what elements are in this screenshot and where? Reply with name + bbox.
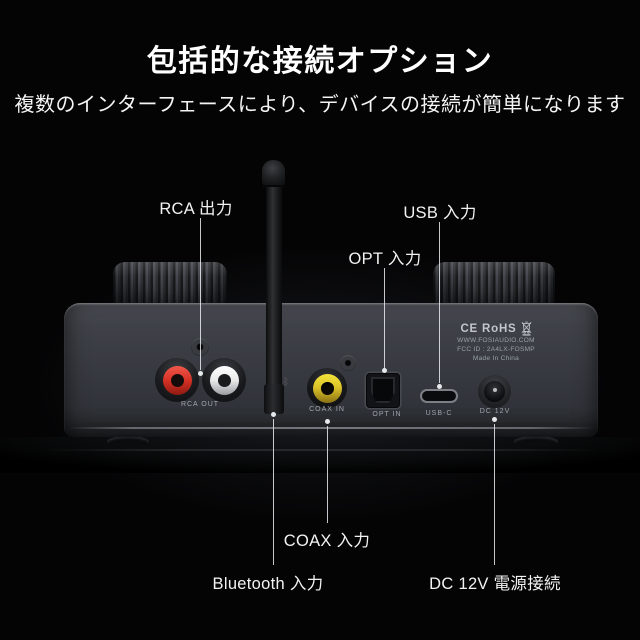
callout-coax-label: COAX 入力 — [283, 532, 371, 550]
fcc-id-text: FCC ID : 2A4LX-FOSMP — [457, 346, 535, 353]
callout-usb-label: USB 入力 — [403, 204, 477, 222]
coax-hole — [320, 381, 334, 395]
callout-dc-line — [494, 424, 495, 565]
callout-dc-dot — [492, 417, 497, 422]
panel-print-coax-in: COAX IN — [309, 406, 345, 413]
callout-opt-line — [383, 268, 385, 368]
page-subtitle: 複数のインターフェースにより、デバイスの接続が簡単になります — [14, 94, 626, 116]
antenna-sleeve — [263, 384, 284, 414]
ce-rohs-text: CE RoHS — [460, 322, 517, 335]
surface-edge — [40, 449, 600, 451]
rca-jack-red — [155, 358, 199, 402]
website-text: WWW.FOSIAUDIO.COM — [457, 337, 535, 344]
page-title: 包括的な接続オプション — [146, 45, 494, 78]
device-bottom-edge — [68, 427, 594, 429]
callout-dc-label: DC 12V 電源接続 — [429, 575, 561, 593]
bluetooth-logo-icon: ᛒ — [283, 377, 289, 388]
device-foot-right — [514, 436, 558, 447]
dc-jack-pin — [492, 387, 497, 392]
callout-bluetooth-label: Bluetooth 入力 — [212, 575, 324, 593]
panel-print-rca-out: RCA OUT — [180, 401, 220, 408]
certification-marks: CE RoHS — [432, 321, 560, 336]
volume-knob-right — [433, 262, 555, 310]
panel-print-dc-12v: DC 12V — [479, 408, 511, 415]
callout-usb-dot — [436, 384, 442, 389]
callout-rca-label: RCA 出力 — [159, 200, 233, 218]
callout-bluetooth-dot — [271, 412, 276, 417]
weee-crossed-bin-icon — [521, 321, 531, 336]
panel-print-usb-c: USB-C — [425, 410, 453, 417]
screw-icon — [340, 355, 356, 371]
certification-block: CE RoHS WWW.FOSIAUDIO.COM FCC ID : 2A4LX… — [432, 321, 560, 363]
coax-jack — [307, 368, 347, 408]
callout-opt-label: OPT 入力 — [348, 250, 422, 268]
coax-yellow-ring — [312, 373, 342, 403]
volume-knob-left — [113, 262, 227, 310]
rca-jack-white — [202, 358, 246, 402]
callout-rca-dot — [197, 371, 203, 376]
dc-jack-ring — [484, 381, 505, 402]
rca-red-ring — [162, 365, 192, 395]
rca-red-hole — [170, 373, 184, 387]
device-foot-left — [107, 436, 149, 447]
made-in-text: Made In China — [472, 355, 520, 362]
rca-white-ring — [209, 365, 239, 395]
rca-white-hole — [217, 373, 231, 387]
antenna-rod — [265, 187, 282, 387]
callout-rca-line — [199, 218, 201, 370]
panel-print-opt-in: OPT IN — [372, 411, 402, 418]
callout-bluetooth-line — [273, 419, 274, 565]
antenna-groove — [262, 185, 285, 188]
callout-coax-line — [326, 426, 328, 523]
toslink-door — [371, 377, 395, 403]
callout-coax-dot — [324, 419, 330, 424]
callout-usb-line — [438, 222, 440, 383]
usb-c-port — [420, 389, 458, 403]
callout-opt-dot — [381, 368, 387, 373]
optical-toslink-port — [366, 373, 400, 408]
bluetooth-antenna — [262, 160, 285, 414]
antenna-cap — [262, 160, 285, 186]
dc-power-jack — [478, 375, 511, 408]
